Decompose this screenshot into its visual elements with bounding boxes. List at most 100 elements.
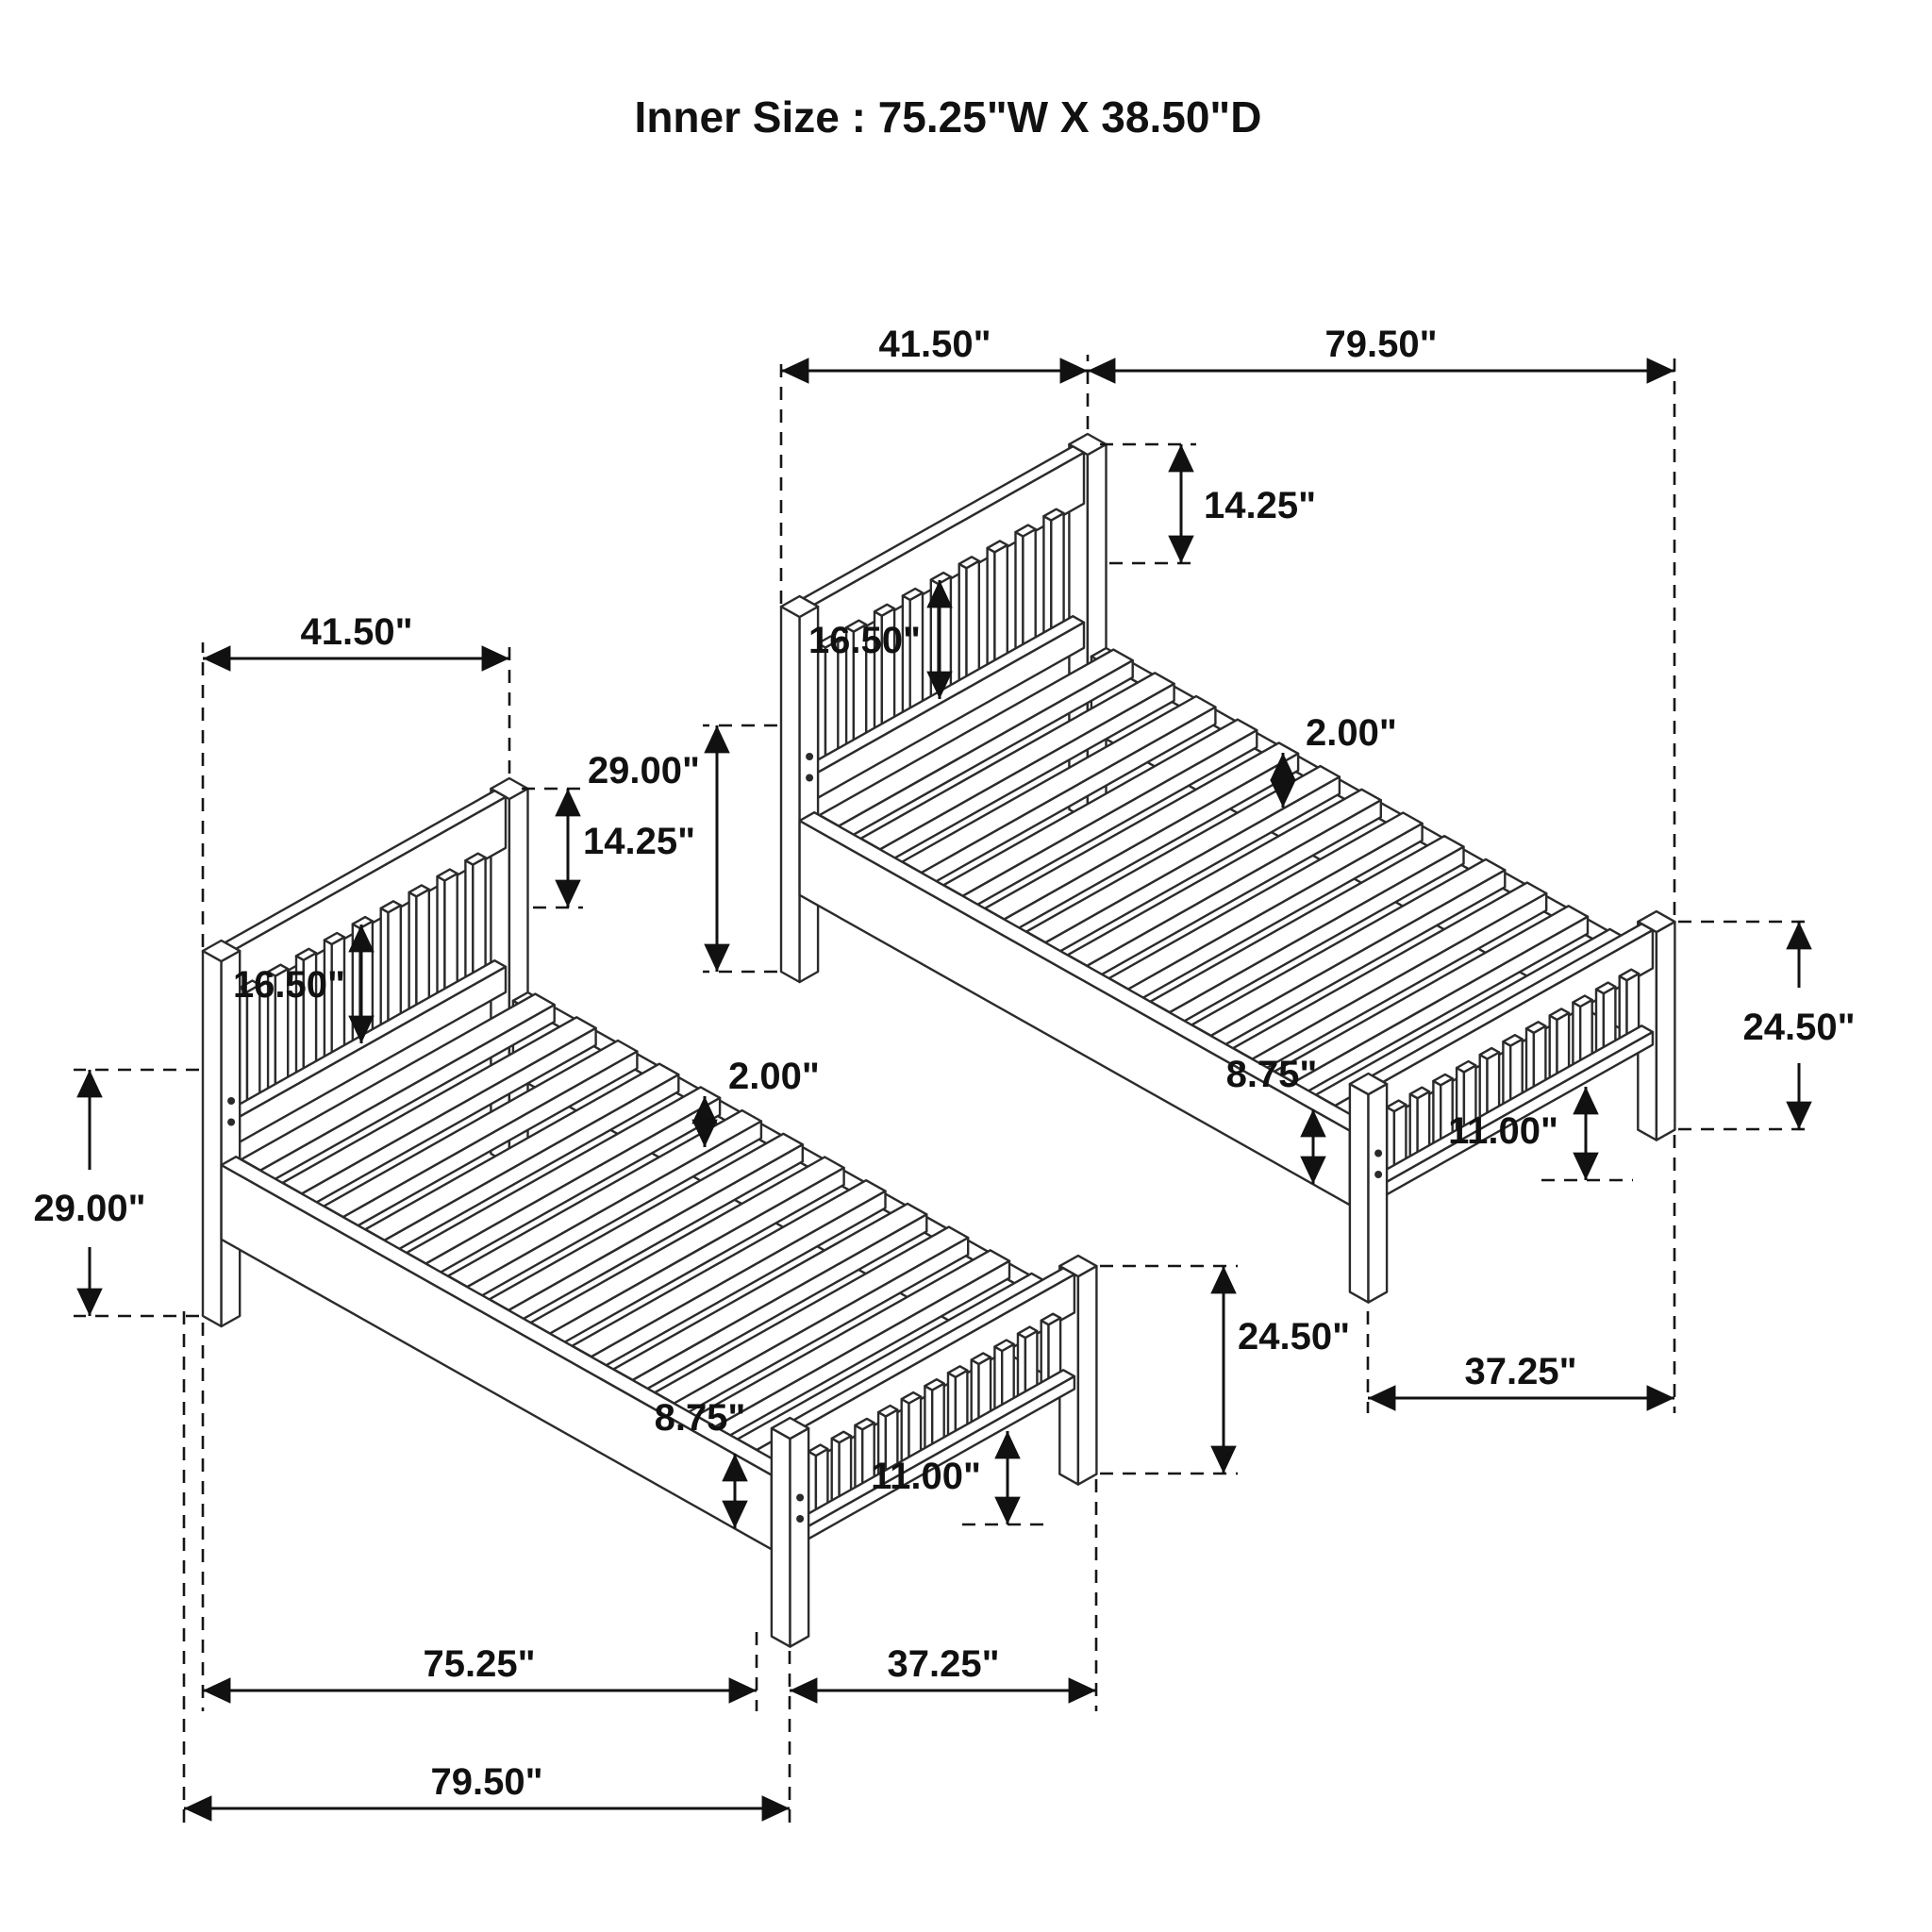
dim-label-lower-slat-platform-length: 75.25": [423, 1643, 535, 1685]
bed-part: [266, 963, 290, 977]
bed-part: [1076, 1264, 1098, 1486]
bed-part: [1016, 1325, 1039, 1340]
bed-part: [387, 904, 402, 1033]
bed-part: [201, 939, 242, 963]
dim-upper-headboard-panel-height: 16.50": [808, 580, 953, 699]
dim-label-lower-overall-length: 79.50": [430, 1761, 542, 1803]
bed-part: [1014, 524, 1037, 538]
screw-dot: [227, 1118, 236, 1126]
bed-part: [1022, 527, 1037, 657]
bed-part: [924, 1377, 945, 1391]
bed-part: [873, 603, 896, 617]
bed-part: [993, 543, 1009, 673]
bed-part: [238, 979, 261, 993]
screw-dot: [1374, 1171, 1383, 1178]
bed-part: [770, 1426, 791, 1648]
bed-part: [1455, 1059, 1477, 1074]
dim-label-upper-slat-thickness: 2.00": [1306, 712, 1397, 754]
bed-part: [854, 1417, 875, 1431]
dim-lower-overall-length: 79.50": [182, 1311, 790, 1830]
dim-label-upper-headboard-width: 41.50": [878, 324, 991, 365]
screw-dot: [227, 1097, 236, 1105]
dim-label-upper-underbed-clearance: 11.00": [1448, 1110, 1558, 1152]
bed-part: [1655, 920, 1676, 1141]
dim-lower-footboard-width: 37.25": [788, 1479, 1098, 1830]
dim-label-lower-footboard-width: 37.25": [887, 1643, 999, 1685]
bed-part: [323, 931, 346, 946]
dim-lower-slat-platform-length: 75.25": [201, 1323, 758, 1711]
bed-part: [408, 884, 430, 898]
bed-part: [1594, 981, 1617, 995]
dim-upper-headboard-width: 41.50": [779, 324, 1090, 604]
dim-lower-headboard-above-rail: 14.25": [522, 787, 695, 909]
bed-part: [770, 1416, 810, 1441]
screw-dot: [796, 1515, 805, 1523]
bed-part: [1572, 994, 1593, 1008]
bed-part: [900, 1391, 923, 1405]
dim-lower-rail-height: 8.75": [655, 1397, 748, 1528]
bed-part: [844, 619, 868, 633]
bed-part: [830, 1430, 853, 1444]
bed-part: [816, 635, 840, 649]
bed-part: [1348, 1082, 1370, 1304]
dim-lower-underbed-clearance: 11.00": [871, 1431, 1051, 1526]
bed-part: [798, 605, 820, 984]
dim-label-upper-rail-height: 8.75": [1226, 1054, 1318, 1095]
bed-part: [1408, 1086, 1431, 1100]
dim-label-upper-overall-length: 79.50": [1324, 324, 1437, 365]
dim-label-lower-rail-height: 8.75": [655, 1397, 746, 1439]
bed-part: [970, 1352, 992, 1366]
dim-label-lower-slat-thickness: 2.00": [728, 1056, 820, 1097]
bed-part: [464, 852, 487, 866]
bed-part: [789, 1426, 810, 1648]
dim-lower-headboard-height: 29.00": [33, 1068, 199, 1318]
bed-part: [443, 872, 458, 1001]
screw-dot: [1374, 1149, 1383, 1158]
bed-part: [1040, 1312, 1062, 1326]
dim-label-lower-footboard-height: 24.50": [1238, 1316, 1350, 1357]
dim-lower-footboard-height: 24.50": [1100, 1264, 1350, 1475]
upper-bed-drawing: [779, 432, 1676, 1304]
bed-part: [1502, 1033, 1524, 1047]
bed-part: [436, 868, 458, 882]
bed-part: [220, 949, 242, 1328]
bed-part: [1548, 1008, 1571, 1022]
bed-part: [415, 888, 430, 1017]
screw-dot: [806, 753, 814, 760]
bed-part: [779, 605, 801, 984]
bed-part: [1348, 1072, 1389, 1096]
dim-upper-footboard-width: 37.25": [1366, 1135, 1676, 1413]
dim-upper-headboard-height: 29.00": [588, 724, 777, 974]
diagram-title: Inner Size : 75.25"W X 38.50"D: [635, 92, 1262, 142]
bed-part: [472, 856, 487, 985]
lower-bed-drawing: [201, 776, 1098, 1648]
dim-label-lower-underbed-clearance: 11.00": [871, 1456, 981, 1497]
bed-part: [958, 556, 981, 570]
bed-part: [1385, 1099, 1407, 1113]
bed-part: [946, 1365, 969, 1379]
bed-part: [779, 594, 820, 619]
bed-part: [901, 587, 924, 602]
bed-part: [1050, 511, 1065, 641]
dim-label-upper-footboard-height: 24.50": [1742, 1007, 1855, 1048]
bed-part: [986, 540, 1009, 554]
bed-part: [876, 1404, 899, 1418]
dim-lower-slat-thickness: 2.00": [691, 1056, 820, 1147]
bed-part: [1367, 1082, 1389, 1304]
dim-upper-underbed-clearance: 11.00": [1448, 1087, 1633, 1182]
dim-upper-overall-length: 79.50": [1088, 324, 1676, 915]
bed-part: [807, 1443, 829, 1457]
bed-part: [965, 559, 981, 689]
dim-label-lower-headboard-height: 29.00": [33, 1188, 145, 1229]
bed-part: [1478, 1046, 1501, 1060]
dim-label-lower-headboard-above-rail: 14.25": [583, 821, 695, 862]
dim-label-lower-headboard-width: 41.50": [300, 611, 412, 653]
dim-label-upper-headboard-height: 29.00": [588, 750, 700, 791]
bed-part: [1618, 968, 1641, 982]
dim-upper-rail-height: 8.75": [1226, 1054, 1326, 1184]
bed-part: [1042, 508, 1065, 522]
bed-part: [379, 900, 402, 914]
dim-label-upper-footboard-width: 37.25": [1464, 1351, 1576, 1392]
dim-label-lower-headboard-panel-height: 16.50": [233, 964, 345, 1006]
